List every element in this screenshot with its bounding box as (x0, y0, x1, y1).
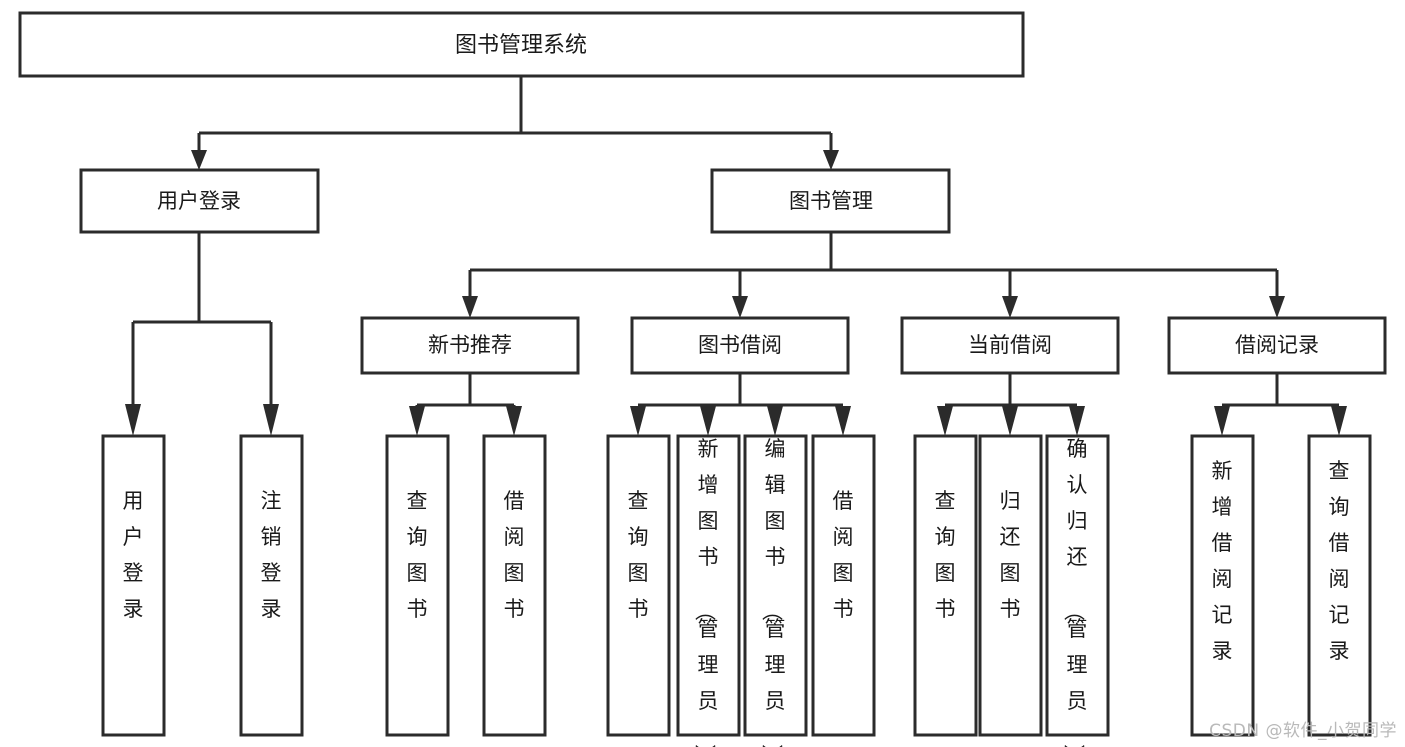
node-book-borrow[interactable]: 图书借阅 (630, 316, 850, 375)
connector-layer (125, 76, 1347, 436)
node-new-book-recommend[interactable]: 新书推荐 (360, 316, 580, 375)
leaf-borrow-book-1-label: 借阅图书 (504, 489, 525, 621)
node-root-label: 图书管理系统 (455, 33, 587, 58)
leaf-add-record-box[interactable] (1190, 434, 1255, 737)
leaf-query-book-2-label: 查询图书 (628, 489, 649, 621)
leaf-return-book-box[interactable] (978, 434, 1043, 737)
leaf-query-book-3[interactable]: 查询图书 (913, 434, 978, 737)
node-new-book-recommend-box[interactable] (360, 316, 580, 375)
leaf-borrow-book-2-box[interactable] (811, 434, 876, 737)
leaf-user-login-box[interactable] (101, 434, 166, 737)
leaf-edit-book-label: 编辑图书（管理员） (760, 437, 786, 747)
leaf-confirm-return[interactable]: 确认归还（管理员） (1045, 434, 1110, 747)
arrowhead-leaf-return-book (1002, 406, 1018, 436)
arrowhead-user-login (191, 150, 207, 170)
arrowhead-book-management (823, 150, 839, 170)
leaf-query-record-label: 查询借阅记录 (1329, 459, 1350, 663)
arrowhead-leaf-logout-login (263, 404, 279, 436)
leaf-add-record-label: 新增借阅记录 (1212, 459, 1233, 663)
leaf-logout-login-box[interactable] (239, 434, 304, 737)
csdn-watermark: CSDN @软件_小贺同学 (1209, 721, 1397, 741)
leaf-borrow-book-1-box[interactable] (482, 434, 547, 737)
node-new-book-recommend-label: 新书推荐 (428, 333, 512, 357)
leaf-user-login[interactable]: 用户登录 (101, 434, 166, 737)
node-book-borrow-box[interactable] (630, 316, 850, 375)
node-current-borrow-label: 当前借阅 (968, 333, 1052, 357)
leaf-query-book-1[interactable]: 查询图书 (385, 434, 450, 737)
arrowhead-leaf-add-book (700, 406, 716, 436)
node-book-management[interactable]: 图书管理 (710, 168, 951, 234)
leaf-return-book[interactable]: 归还图书 (978, 434, 1043, 737)
leaf-confirm-return-box[interactable] (1045, 434, 1110, 737)
node-user-login-box[interactable] (79, 168, 320, 234)
node-borrow-record-box[interactable] (1167, 316, 1387, 375)
leaf-query-book-1-label: 查询图书 (407, 489, 428, 621)
leaf-borrow-book-2-label: 借阅图书 (833, 489, 854, 621)
leaf-add-book-box[interactable] (676, 434, 741, 737)
leaf-logout-login[interactable]: 注销登录 (239, 434, 304, 737)
leaf-borrow-book-1[interactable]: 借阅图书 (482, 434, 547, 737)
leaf-logout-login-label: 注销登录 (261, 489, 282, 621)
leaf-edit-book[interactable]: 编辑图书（管理员） (743, 434, 808, 747)
node-current-borrow-box[interactable] (900, 316, 1120, 375)
node-book-management-box[interactable] (710, 168, 951, 234)
node-current-borrow[interactable]: 当前借阅 (900, 316, 1120, 375)
arrowhead-leaf-borrow-book-1 (506, 406, 522, 436)
node-book-management-label: 图书管理 (789, 189, 873, 213)
leaf-edit-book-box[interactable] (743, 434, 808, 737)
leaf-confirm-return-label: 确认归还（管理员） (1062, 437, 1088, 747)
arrowhead-current-borrow (1002, 296, 1018, 318)
leaf-query-book-2-box[interactable] (606, 434, 671, 737)
leaf-add-book-label: 新增图书（管理员） (693, 437, 719, 747)
node-user-login[interactable]: 用户登录 (79, 168, 320, 234)
arrowhead-new-book-recommend (462, 296, 478, 318)
arrowhead-leaf-confirm-return (1069, 406, 1085, 436)
arrowhead-leaf-add-record (1214, 406, 1230, 436)
leaf-query-book-1-box[interactable] (385, 434, 450, 737)
node-root[interactable]: 图书管理系统 (18, 11, 1025, 78)
leaf-add-book[interactable]: 新增图书（管理员） (676, 434, 741, 747)
arrowhead-leaf-edit-book (767, 406, 783, 436)
leaf-query-book-3-box[interactable] (913, 434, 978, 737)
node-root-box[interactable] (18, 11, 1025, 78)
arrowhead-book-borrow (732, 296, 748, 318)
leaf-query-book-3-label: 查询图书 (935, 489, 956, 621)
leaf-add-record[interactable]: 新增借阅记录 (1190, 434, 1255, 737)
arrowhead-borrow-record (1269, 296, 1285, 318)
arrowhead-leaf-borrow-book-2 (835, 406, 851, 436)
node-book-borrow-label: 图书借阅 (698, 333, 782, 357)
leaf-query-book-2[interactable]: 查询图书 (606, 434, 671, 737)
leaf-query-record[interactable]: 查询借阅记录 (1307, 434, 1372, 737)
arrowhead-leaf-query-book-1 (409, 406, 425, 436)
arrowhead-leaf-query-book-3 (937, 406, 953, 436)
arrowhead-leaf-query-book-2 (630, 406, 646, 436)
leaf-borrow-book-2[interactable]: 借阅图书 (811, 434, 876, 737)
arrowhead-leaf-query-record (1331, 406, 1347, 436)
node-borrow-record[interactable]: 借阅记录 (1167, 316, 1387, 375)
leaf-user-login-label: 用户登录 (123, 489, 144, 621)
leaf-return-book-label: 归还图书 (1000, 489, 1021, 621)
node-user-login-label: 用户登录 (157, 189, 241, 213)
leaf-query-record-box[interactable] (1307, 434, 1372, 737)
node-borrow-record-label: 借阅记录 (1235, 333, 1319, 357)
arrowhead-leaf-user-login (125, 404, 141, 436)
